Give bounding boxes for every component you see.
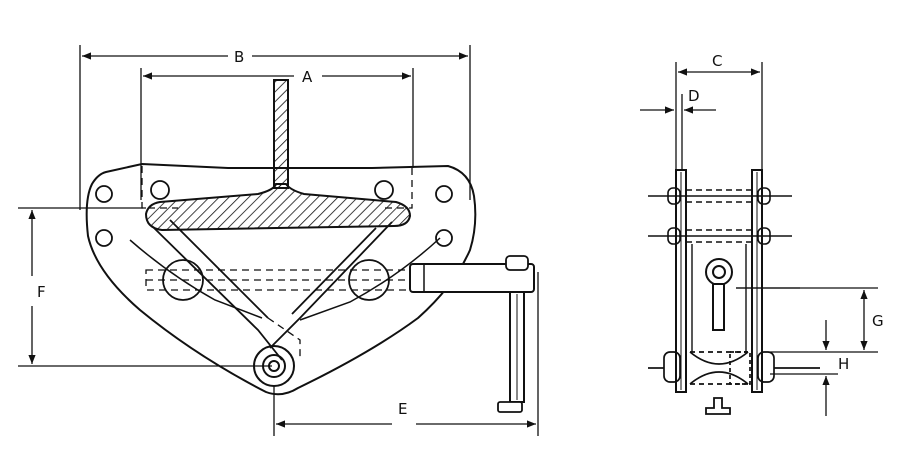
beam-flange xyxy=(144,183,412,232)
dimension-label-b: B xyxy=(234,48,244,66)
screw-knob xyxy=(505,255,529,271)
screw-handle xyxy=(497,401,523,413)
side-screw-handle xyxy=(705,397,731,415)
clamp-body-outline xyxy=(85,162,477,396)
beam-web xyxy=(273,79,289,189)
side-plates xyxy=(675,169,763,393)
body-inner-line-left xyxy=(129,239,263,319)
side-view: C D G H xyxy=(640,52,884,416)
dimension-label-f: F xyxy=(37,283,46,301)
dimension-label-g: G xyxy=(872,312,884,330)
bolt-holes xyxy=(95,180,453,247)
dimension-label-h: H xyxy=(838,355,849,373)
dimension-label-d: D xyxy=(688,87,700,105)
side-inner-frame xyxy=(691,244,747,352)
dimension-label-c: C xyxy=(712,52,722,70)
dimension-label-a: A xyxy=(302,68,313,86)
side-cross-bolts xyxy=(648,187,792,245)
body-inner-line-right xyxy=(299,237,441,321)
front-view: B A F E xyxy=(18,45,539,436)
jaw-arm-right xyxy=(269,221,393,349)
slot-circles xyxy=(162,259,390,301)
dimension-lines-front xyxy=(18,45,539,436)
dimension-lines-side xyxy=(640,62,878,416)
dimension-label-e: E xyxy=(398,400,407,418)
side-roller xyxy=(648,351,820,385)
screw-housing xyxy=(409,263,535,293)
